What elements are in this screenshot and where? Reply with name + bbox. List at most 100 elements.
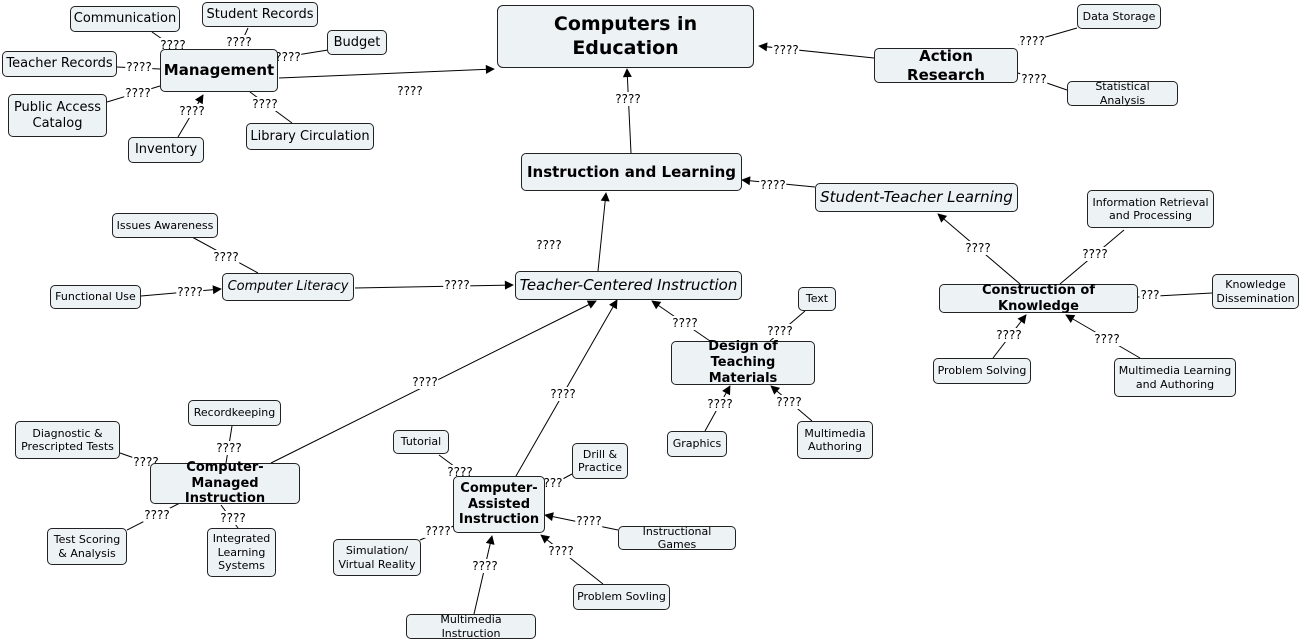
- node-label: Recordkeeping: [193, 406, 276, 420]
- link-label: ????: [1018, 34, 1046, 48]
- node-label: Integrated Learning Systems: [212, 532, 271, 573]
- link-label: ????: [671, 316, 699, 330]
- link-label: ????: [176, 285, 204, 299]
- node-construction-of-knowledge[interactable]: Construction of Knowledge: [939, 282, 1138, 314]
- node-knowledge-dissemination[interactable]: Knowledge Dissemination: [1212, 274, 1299, 309]
- node-label: Multimedia Authoring: [804, 426, 866, 453]
- node-label: Budget: [333, 34, 381, 50]
- node-instructional-games[interactable]: Instructional Games: [618, 525, 736, 551]
- node-functional-use[interactable]: Functional Use: [50, 285, 141, 309]
- node-label: Issues Awareness: [116, 218, 214, 232]
- node-label: Test Scoring & Analysis: [53, 533, 121, 560]
- node-budget[interactable]: Budget: [327, 30, 387, 55]
- link-label: ????: [274, 50, 302, 64]
- node-diagnostic-tests[interactable]: Diagnostic & Prescripted Tests: [15, 421, 120, 459]
- node-multimedia-learning[interactable]: Multimedia Learning and Authoring: [1114, 358, 1236, 397]
- node-label: Computers in Education: [553, 13, 698, 59]
- node-problem-sovling[interactable]: Problem Sovling: [573, 584, 670, 610]
- node-label: Library Circulation: [250, 128, 370, 144]
- node-label: Communication: [73, 11, 177, 27]
- node-label: Knowledge Dissemination: [1216, 278, 1295, 305]
- node-graphics[interactable]: Graphics: [667, 431, 727, 457]
- node-design-teaching-materials[interactable]: Design of Teaching Materials: [671, 339, 815, 386]
- link-label: ????: [535, 238, 563, 252]
- link-label: ????: [212, 250, 240, 264]
- node-label: Teacher-Centered Instruction: [519, 276, 738, 295]
- node-information-retrieval[interactable]: Information Retrieval and Processing: [1087, 190, 1214, 228]
- link-label: ????: [215, 441, 243, 455]
- node-drill-practice[interactable]: Drill & Practice: [572, 443, 628, 479]
- link-label: ????: [219, 511, 247, 525]
- link-label: ????: [1093, 332, 1121, 346]
- link-label: ????: [424, 524, 452, 538]
- node-label: Simulation/ Virtual Reality: [338, 544, 416, 571]
- link-label: ????: [775, 395, 803, 409]
- node-label: Management: [163, 61, 275, 80]
- node-inventory[interactable]: Inventory: [128, 137, 204, 163]
- node-recordkeeping[interactable]: Recordkeeping: [188, 400, 281, 426]
- link-label: ????: [411, 375, 439, 389]
- node-teacher-records[interactable]: Teacher Records: [2, 51, 117, 77]
- node-label: Diagnostic & Prescripted Tests: [21, 426, 114, 453]
- link-label: ????: [396, 84, 424, 98]
- node-label: Action Research: [907, 47, 985, 84]
- node-student-teacher-learning[interactable]: Student-Teacher Learning: [815, 183, 1018, 212]
- node-computers-in-education[interactable]: Computers in Education: [497, 5, 754, 68]
- link-label: ????: [225, 35, 253, 49]
- node-label: Drill & Practice: [578, 447, 622, 474]
- link-label: ????: [766, 324, 794, 338]
- node-student-records[interactable]: Student Records: [202, 2, 318, 27]
- node-issues-awareness[interactable]: Issues Awareness: [112, 213, 218, 238]
- node-label: Student-Teacher Learning: [820, 188, 1013, 207]
- node-label: Graphics: [672, 437, 722, 451]
- node-statistical-analysis[interactable]: Statistical Analysis: [1067, 80, 1178, 107]
- node-computer-literacy[interactable]: Computer Literacy: [222, 273, 354, 301]
- node-label: Computer Literacy: [227, 279, 349, 295]
- node-tutorial[interactable]: Tutorial: [393, 430, 449, 454]
- node-label: Information Retrieval and Processing: [1092, 195, 1209, 222]
- node-management[interactable]: Management: [160, 49, 278, 92]
- link-label: ????: [159, 38, 187, 52]
- node-data-storage[interactable]: Data Storage: [1077, 4, 1161, 29]
- link-label: ????: [964, 241, 992, 255]
- node-problem-solving[interactable]: Problem Solving: [933, 358, 1031, 384]
- link-label: ????: [549, 387, 577, 401]
- link-label: ????: [251, 97, 279, 111]
- node-library-circulation[interactable]: Library Circulation: [246, 123, 374, 150]
- node-instruction-and-learning[interactable]: Instruction and Learning: [521, 153, 742, 191]
- node-label: Teacher Records: [6, 56, 113, 72]
- node-label: Public Access Catalog: [13, 99, 102, 131]
- node-label: Multimedia Learning and Authoring: [1118, 364, 1232, 391]
- link-label: ????: [772, 43, 800, 57]
- link-label: ???: [542, 476, 564, 490]
- node-multimedia-authoring[interactable]: Multimedia Authoring: [797, 421, 873, 459]
- link-label: ????: [124, 86, 152, 100]
- node-label: Tutorial: [400, 435, 442, 449]
- node-public-access-catalog[interactable]: Public Access Catalog: [8, 94, 107, 137]
- link-label: ????: [1020, 72, 1048, 86]
- node-simulation[interactable]: Simulation/ Virtual Reality: [333, 539, 421, 576]
- node-integrated-learning[interactable]: Integrated Learning Systems: [207, 528, 276, 577]
- link-label: ????: [614, 92, 642, 106]
- link-label: ????: [1081, 247, 1109, 261]
- link-label: ????: [143, 508, 171, 522]
- node-label: Problem Sovling: [577, 590, 666, 604]
- node-multimedia-instruction[interactable]: Multimedia Instruction: [406, 613, 536, 640]
- node-label: Computer- Assisted Instruction: [458, 480, 540, 528]
- link-label: ????: [471, 559, 499, 573]
- link-label: ????: [706, 397, 734, 411]
- node-label: Construction of Knowledge: [981, 282, 1096, 314]
- link-label: ????: [446, 465, 474, 479]
- node-teacher-centered-instruction[interactable]: Teacher-Centered Instruction: [515, 271, 742, 300]
- node-computer-assisted-instruction[interactable]: Computer- Assisted Instruction: [453, 476, 545, 533]
- node-action-research[interactable]: Action Research: [874, 47, 1018, 84]
- node-label: Text: [805, 292, 829, 306]
- node-text[interactable]: Text: [798, 287, 836, 311]
- node-communication[interactable]: Communication: [70, 6, 180, 32]
- node-label: Student Records: [206, 6, 314, 22]
- link-label: ????: [995, 328, 1023, 342]
- node-test-scoring[interactable]: Test Scoring & Analysis: [47, 528, 127, 565]
- link-label: ????: [759, 178, 787, 192]
- node-computer-managed-instruction[interactable]: Computer-Managed Instruction: [150, 460, 300, 506]
